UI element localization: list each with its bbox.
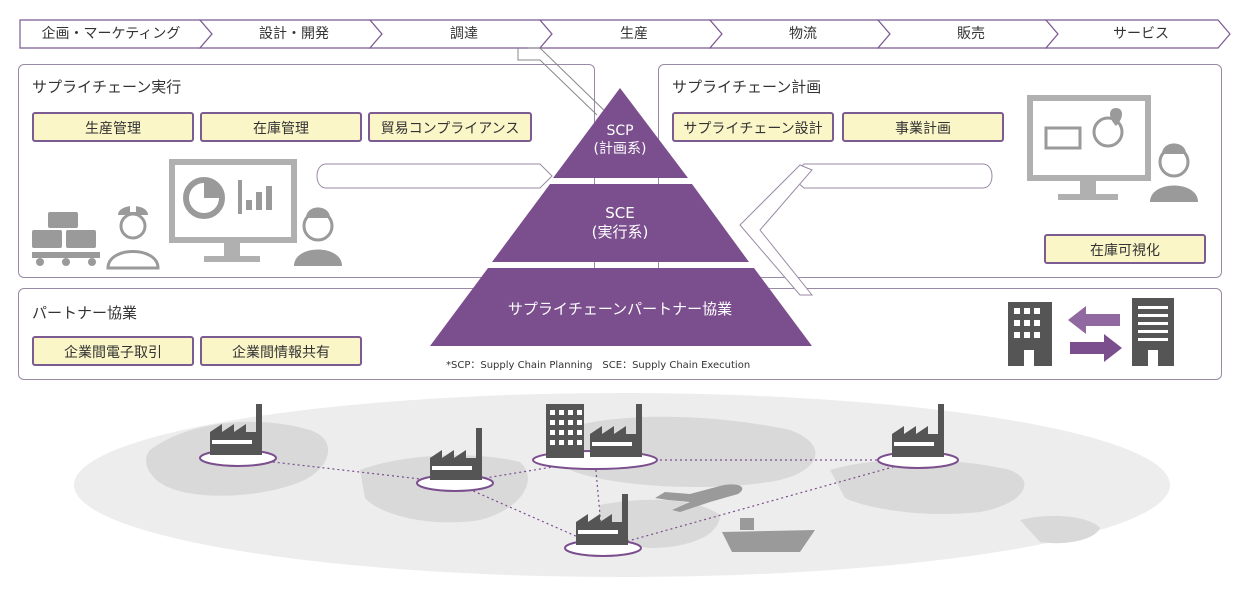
stage-logistics: 物流 xyxy=(789,26,817,42)
pyramid-top-abbr: SCP xyxy=(606,123,634,139)
exchange-arrows-icon xyxy=(1068,306,1122,362)
header-connector xyxy=(517,47,613,119)
ship-icon xyxy=(722,518,815,552)
factory-icon xyxy=(590,404,642,457)
building-icon xyxy=(1132,298,1174,366)
planning-connector xyxy=(789,163,993,189)
stage-chevron xyxy=(1044,19,1231,49)
tag-inventory-visibility: 在庫可視化 xyxy=(1044,234,1206,264)
stage-planning-marketing: 企画・マーケティング xyxy=(41,26,181,42)
tag-inventory-management: 在庫管理 xyxy=(200,112,362,142)
planning-panel-title: サプライチェーン計画 xyxy=(672,78,822,96)
pyramid-middle-abbr: SCE xyxy=(605,204,635,222)
building-icon xyxy=(1008,302,1052,366)
network-lines xyxy=(237,457,919,549)
office-building-icon xyxy=(546,404,584,458)
person-icon xyxy=(294,207,342,266)
pyramid-middle-sub: (実行系) xyxy=(591,223,649,241)
feedback-arrow xyxy=(739,164,814,296)
pyramid-top-sub: (計画系) xyxy=(593,141,647,157)
monitor-dashboard-icon xyxy=(169,159,297,262)
factory-icon xyxy=(892,404,944,457)
partner-panel-title: パートナー協業 xyxy=(32,304,138,322)
pyramid-top-scp xyxy=(553,88,688,178)
factory-icon xyxy=(430,428,482,480)
stage-procurement: 調達 xyxy=(450,26,478,42)
monitor-analytics-icon xyxy=(1027,95,1151,200)
tag-b2b-info-sharing: 企業間情報共有 xyxy=(200,336,362,366)
person-icon xyxy=(1150,143,1198,202)
footnote: *SCP：Supply Chain Planning SCE：Supply Ch… xyxy=(446,360,751,371)
pallet-boxes-icon xyxy=(32,212,100,266)
pyramid-bottom-partner xyxy=(430,268,812,346)
airplane-icon xyxy=(655,484,743,512)
pyramid-middle-label: SCE (実行系) xyxy=(570,204,670,242)
pyramid xyxy=(430,88,812,346)
pyramid-bottom-label: サプライチェーンパートナー協業 xyxy=(507,300,733,318)
tag-trade-compliance: 貿易コンプライアンス xyxy=(368,112,532,142)
tag-b2b-ecommerce: 企業間電子取引 xyxy=(32,336,194,366)
execution-panel-title: サプライチェーン実行 xyxy=(32,78,182,96)
tag-production-management: 生産管理 xyxy=(32,112,194,142)
factory-icon xyxy=(576,494,628,545)
tag-supply-chain-design: サプライチェーン設計 xyxy=(672,112,834,142)
execution-connector xyxy=(316,163,553,189)
pyramid-middle-sce xyxy=(492,184,749,262)
factory-icon xyxy=(210,404,262,455)
value-chain-header xyxy=(19,19,1231,49)
stage-production: 生産 xyxy=(620,26,648,42)
worker-helmet-icon xyxy=(106,206,160,270)
tag-business-planning: 事業計画 xyxy=(842,112,1004,142)
stage-service: サービス xyxy=(1113,26,1169,42)
stage-design-development: 設計・開発 xyxy=(259,26,329,42)
pyramid-top-label: SCP (計画系) xyxy=(570,122,670,158)
stage-sales: 販売 xyxy=(957,26,985,42)
